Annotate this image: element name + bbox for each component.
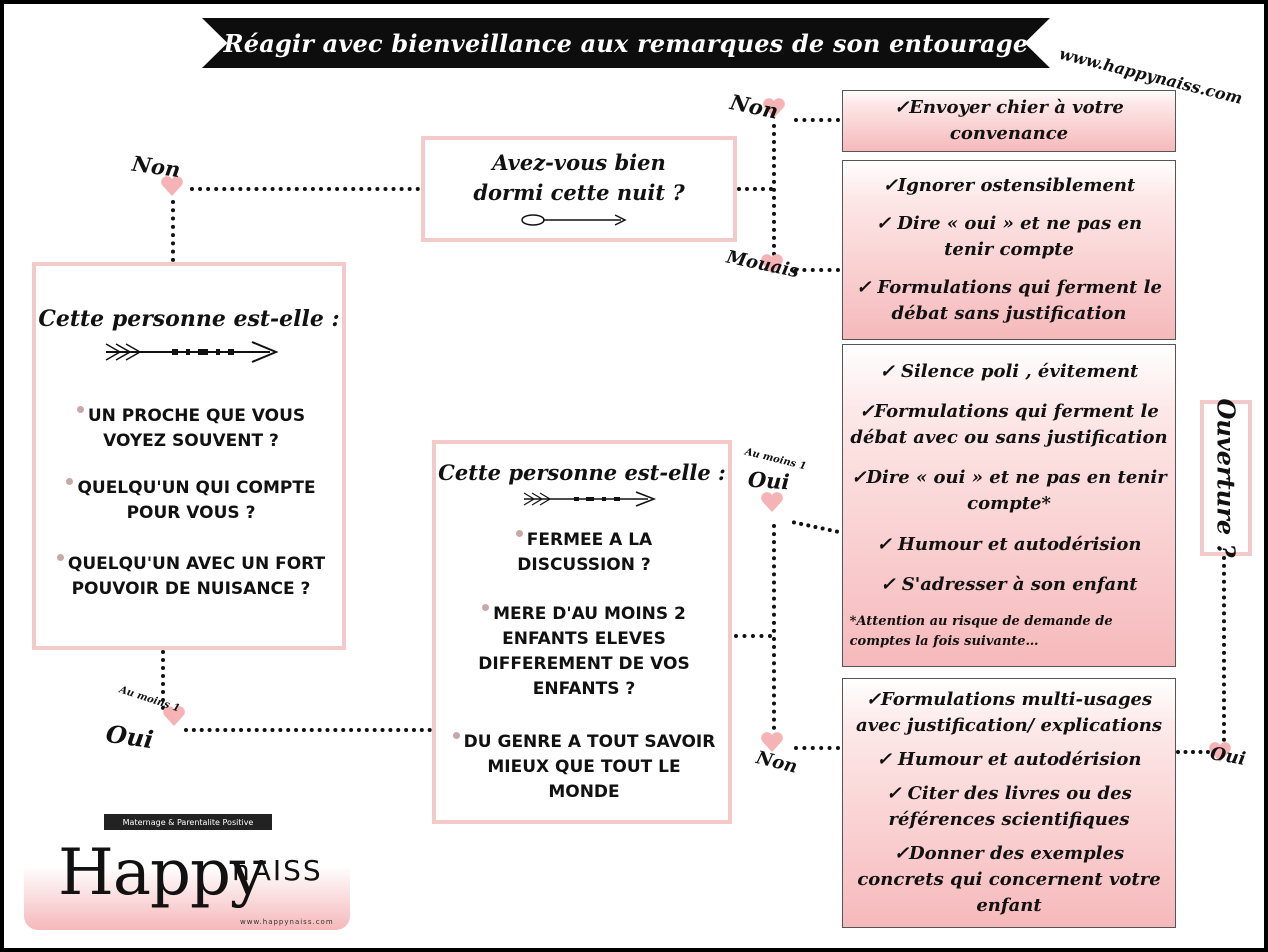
question-sleep-line2: dormi cette nuit ? xyxy=(473,180,685,205)
heart-icon xyxy=(160,174,184,198)
connector xyxy=(737,187,773,191)
question-person-1-title: Cette personne est-elle : xyxy=(38,306,340,332)
answer-item: ✓ Formulations qui ferment le débat sans… xyxy=(856,277,1162,324)
bullet-dot xyxy=(482,604,490,611)
answer-box-2: ✓Ignorer ostensiblement ✓ Dire « oui » e… xyxy=(842,160,1176,340)
bullet-dot xyxy=(515,530,523,537)
criterion-item: UN PROCHE QUE VOUS VOYEZ SOUVENT ? xyxy=(46,404,336,454)
question-sleep-line1: Avez-vous bien xyxy=(492,150,666,175)
label-oui: Oui xyxy=(1208,743,1248,770)
answer-box-3: ✓ Silence poli , évitement ✓Formulations… xyxy=(842,344,1176,667)
criterion-item: MERE D'AU MOINS 2 ENFANTS ELEVES DIFFERE… xyxy=(478,604,690,699)
question-person-2-box: Cette personne est-elle : FERMEE A LA DI… xyxy=(432,440,732,824)
answer-item: ✓Formulations qui ferment le débat avec … xyxy=(850,401,1168,449)
logo-sub-text: nAISS xyxy=(232,854,323,887)
criterion-item: QUELQU'UN QUI COMPTE POUR VOUS ? xyxy=(46,476,336,526)
ouverture-box: Ouverture ? xyxy=(1200,398,1252,558)
logo-tagline: Maternage & Parentalite Positive xyxy=(104,814,272,830)
label-non: Non xyxy=(727,89,781,124)
logo-url: www.happynaiss.com xyxy=(240,918,334,926)
label-oui: Oui xyxy=(747,466,791,495)
ouverture-label: Ouverture ? xyxy=(1211,398,1241,558)
heart-icon xyxy=(760,252,784,276)
bullet-dot xyxy=(56,554,64,561)
criterion-item: QUELQU'UN AVEC UN FORT POUVOIR DE NUISAN… xyxy=(40,552,342,602)
connector xyxy=(1176,750,1210,754)
label-oui: Oui xyxy=(104,718,156,755)
feather-arrow-icon xyxy=(523,491,657,507)
page-title: Réagir avec bienveillance aux remarques … xyxy=(223,28,1029,58)
answer-box-1: ✓Envoyer chier à votre convenance xyxy=(842,90,1176,152)
answer-item: ✓ Silence poli , évitement xyxy=(879,361,1139,383)
label-non: Non xyxy=(754,747,800,778)
label-au-moins: Au moins 1 xyxy=(117,684,182,715)
connector xyxy=(794,268,840,272)
feather-arrow-icon xyxy=(105,341,279,363)
answer-item: ✓ S'adresser à son enfant xyxy=(880,573,1138,595)
answer-item: ✓Envoyer chier à votre convenance xyxy=(894,97,1124,144)
bullet-dot xyxy=(76,406,84,413)
answer-item: ✓ Humour et autodérision xyxy=(876,749,1142,770)
connector xyxy=(161,650,165,710)
answer-item: ✓ Humour et autodérision xyxy=(876,533,1142,555)
small-arrow-icon xyxy=(521,214,627,226)
criterion-item: FERMEE A LA DISCUSSION ? xyxy=(515,530,653,575)
connector xyxy=(794,746,840,750)
answer-note: *Attention au risque de demande de compt… xyxy=(849,613,1113,649)
connector xyxy=(184,728,432,732)
heart-icon xyxy=(760,730,784,754)
logo-main-text: Happy xyxy=(58,836,266,910)
bullet-dot xyxy=(452,732,460,739)
answer-item: ✓ Dire « oui » et ne pas en tenir compte xyxy=(875,213,1143,260)
connector xyxy=(190,187,420,191)
question-person-2-title: Cette personne est-elle : xyxy=(438,460,726,485)
question-person-1-box: Cette personne est-elle : UN PROCHE QUE … xyxy=(32,262,346,650)
connector xyxy=(734,634,772,638)
answer-item: ✓Donner des exemples concrets qui concer… xyxy=(857,843,1161,916)
answer-item: ✓Dire « oui » et ne pas en tenir compte* xyxy=(851,467,1167,515)
connector xyxy=(791,520,840,534)
heart-icon xyxy=(762,96,786,120)
label-non: Non xyxy=(130,150,182,183)
question-sleep-box: Avez-vous bien dormi cette nuit ? xyxy=(421,136,737,242)
connector xyxy=(1222,556,1226,742)
flowchart-canvas: Réagir avec bienveillance aux remarques … xyxy=(4,4,1264,948)
connector xyxy=(772,524,776,730)
answer-item: ✓ Citer des livres ou des références sci… xyxy=(886,783,1132,830)
answer-item: ✓Formulations multi-usages avec justific… xyxy=(856,689,1162,736)
connector xyxy=(171,200,175,262)
heart-icon xyxy=(162,704,186,728)
heart-icon xyxy=(1208,740,1232,764)
heart-icon xyxy=(760,490,784,514)
bullet-dot xyxy=(66,478,74,485)
title-banner: Réagir avec bienveillance aux remarques … xyxy=(202,18,1050,68)
connector xyxy=(772,124,776,264)
criterion-item: DU GENRE A TOUT SAVOIR MIEUX QUE TOUT LE… xyxy=(450,730,718,805)
answer-item: ✓Ignorer ostensiblement xyxy=(882,175,1136,196)
answer-box-4: ✓Formulations multi-usages avec justific… xyxy=(842,678,1176,928)
happynaiss-logo: Maternage & Parentalite Positive Happy n… xyxy=(24,814,350,930)
connector xyxy=(794,118,840,122)
